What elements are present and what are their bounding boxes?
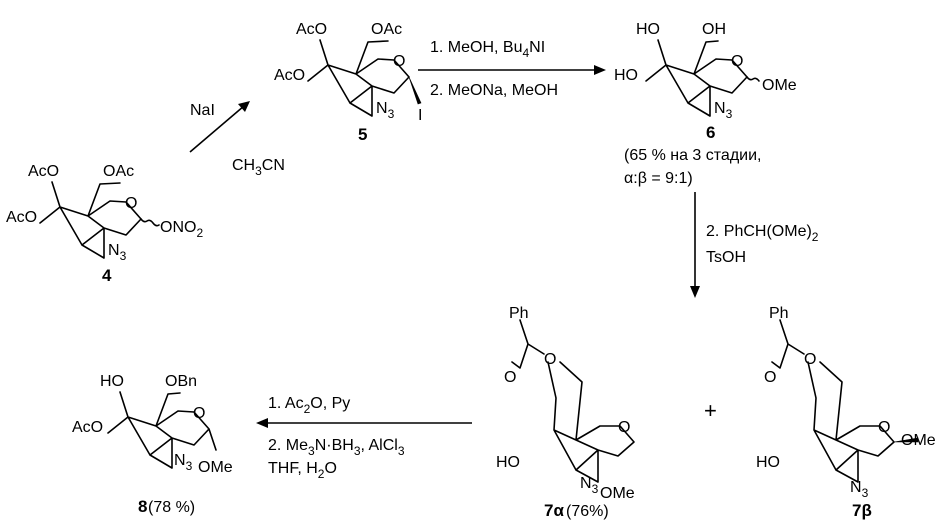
- c4-ring-o: O: [125, 195, 137, 212]
- r4-solvent: THF, H2O: [268, 460, 337, 481]
- r1-solvent: CH3CN: [232, 157, 285, 178]
- r4-step1: 1. Ac2O, Py: [268, 395, 350, 416]
- c6-n3: N3: [714, 100, 733, 121]
- compound-8-yield: (78 %): [148, 499, 195, 516]
- reaction-arrow-4: 1. Ac2O, Py 2. Me3N·BH3, AlCl3 THF, H2O: [256, 395, 472, 481]
- r2-step2: 2. MeONa, MeOH: [430, 82, 558, 99]
- compound-5: AcO OAc O AcO N3 I 5: [274, 21, 422, 144]
- compound-7-alpha: Ph O O O HO N3 OMe 7α (76%): [496, 305, 635, 520]
- c8-n3: N3: [174, 452, 193, 473]
- c4-aco-4: AcO: [28, 163, 59, 180]
- reaction-arrow-2: 1. MeOH, Bu4NI 2. MeONa, MeOH: [418, 39, 606, 99]
- c5-oac-6: OAc: [371, 21, 402, 38]
- compound-4: AcO OAc O AcO N3 ONO2 4: [6, 163, 203, 285]
- c7b-n3: N3: [850, 479, 869, 500]
- compound-7-beta: Ph O O O HO N3 OMe 7β: [756, 305, 936, 520]
- c7b-ph: Ph: [769, 305, 789, 322]
- compound-7a-yield: (76%): [566, 503, 609, 520]
- r3-catalyst: TsOH: [706, 249, 746, 266]
- c5-aco-4: AcO: [296, 21, 327, 38]
- reaction-arrow-1: NaI CH3CN: [189, 101, 285, 178]
- compound-7a-number: 7α: [544, 501, 564, 520]
- c7a-ome: OMe: [600, 485, 635, 502]
- c4-ono2: ONO2: [160, 219, 203, 240]
- c6-ring-o: O: [731, 53, 743, 70]
- c6-yield-line1: (65 % на 3 стадии,: [624, 147, 761, 164]
- c7b-ring-o: O: [878, 419, 890, 436]
- c6-ome: OMe: [762, 77, 797, 94]
- compound-6-number: 6: [706, 123, 715, 142]
- c4-n3: N3: [108, 242, 127, 263]
- c6-ho-3: HO: [614, 67, 638, 84]
- c7a-n3: N3: [580, 475, 599, 496]
- c7a-ph: Ph: [509, 305, 529, 322]
- r3-step2: 2. PhCH(OMe)2: [706, 223, 819, 244]
- c4-aco-3: AcO: [6, 209, 37, 226]
- c5-iodo: I: [418, 107, 422, 124]
- reaction-arrow-3: 2. PhCH(OMe)2 TsOH: [690, 192, 819, 298]
- c7b-acetal-o-top: O: [804, 351, 816, 368]
- compound-8: HO OBn O AcO N3 OMe 8 (78 %): [72, 373, 233, 516]
- c8-aco-3: AcO: [72, 419, 103, 436]
- c8-ome: OMe: [198, 459, 233, 476]
- c8-obn-6: OBn: [165, 373, 197, 390]
- r2-step1: 1. MeOH, Bu4NI: [430, 39, 545, 60]
- c7b-ome: OMe: [901, 432, 936, 449]
- compound-5-number: 5: [358, 125, 367, 144]
- compound-7b-number: 7β: [852, 501, 872, 520]
- compound-4-number: 4: [102, 266, 112, 285]
- c7a-acetal-o-left: O: [504, 369, 516, 386]
- c7a-ring-o: O: [618, 419, 630, 436]
- c5-n3: N3: [376, 100, 395, 121]
- c4-oac-6: OAc: [103, 163, 134, 180]
- c7b-acetal-o-left: O: [764, 369, 776, 386]
- c5-aco-3: AcO: [274, 67, 305, 84]
- r1-reagent-nai: NaI: [190, 102, 215, 119]
- c5-ring-o: O: [393, 53, 405, 70]
- c8-ring-o: O: [193, 405, 205, 422]
- plus-sign: +: [704, 398, 717, 423]
- c6-ho-4: HO: [636, 21, 660, 38]
- r4-step2: 2. Me3N·BH3, AlCl3: [268, 437, 405, 458]
- compound-8-number: 8: [138, 497, 147, 516]
- c7b-ho-3: HO: [756, 454, 780, 471]
- c7a-ho-3: HO: [496, 454, 520, 471]
- c6-oh-6: OH: [702, 21, 726, 38]
- c8-ho-4: HO: [100, 373, 124, 390]
- c6-yield-line2: α:β = 9:1): [624, 170, 693, 187]
- compound-6: HO OH O HO N3 OMe 6 (65 % на 3 стадии, α…: [614, 21, 797, 187]
- c7a-acetal-o-top: O: [544, 351, 556, 368]
